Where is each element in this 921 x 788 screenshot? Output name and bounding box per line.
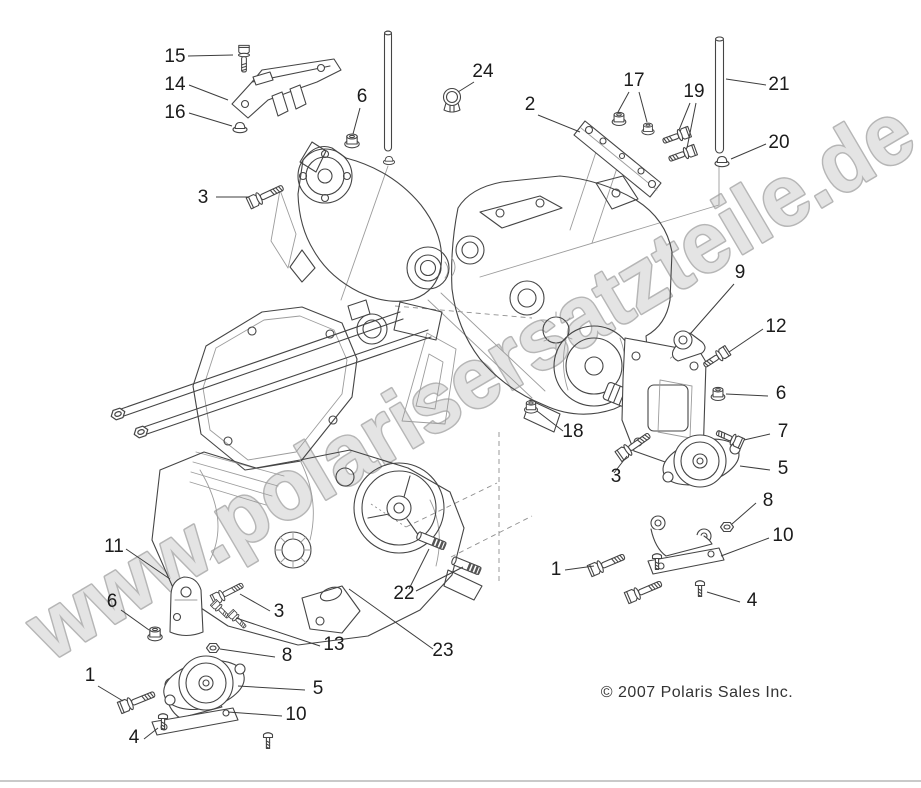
rubber-mount-left	[151, 655, 246, 736]
callout-17: 17	[623, 70, 644, 91]
frame-bracket	[401, 332, 457, 425]
copyright-text: © 2007 Polaris Sales Inc.	[601, 684, 793, 701]
callout-3-topleft: 3	[198, 187, 209, 208]
nut-icon-8-right	[719, 521, 735, 533]
mount-rod-right	[714, 36, 725, 154]
callout-5-right: 5	[778, 458, 789, 479]
callout-10-left: 10	[285, 704, 306, 725]
flange-nut-icon-17b	[641, 122, 655, 136]
callout-18: 18	[562, 421, 583, 442]
callout-6-left: 6	[107, 591, 118, 612]
callout-10-right: 10	[772, 525, 793, 546]
callout-2: 2	[525, 94, 536, 115]
flange-nut-icon-18	[524, 400, 538, 414]
flange-nut-icon-6-top	[344, 133, 360, 149]
bolt-icon-1b-right	[623, 577, 665, 605]
callout-7: 7	[778, 421, 789, 442]
engine-mount-plate-right	[621, 337, 707, 464]
rubber-mount-right	[647, 434, 741, 575]
clamp-icon-24	[442, 87, 462, 113]
engine-assembly	[151, 299, 483, 646]
callout-19: 19	[683, 81, 704, 102]
cap-nut-icon-20	[714, 155, 730, 168]
callout-11: 11	[104, 536, 124, 557]
callout-16: 16	[164, 102, 185, 123]
shield-bracket	[231, 58, 342, 119]
bolt-icon-15	[237, 44, 251, 73]
flange-nut-icon-17a	[611, 111, 627, 126]
callout-4-right: 4	[747, 590, 758, 611]
flange-nut-icon-6-left	[147, 626, 163, 642]
screw-icon-left-b	[262, 732, 274, 750]
callout-12: 12	[765, 316, 786, 337]
leader-lines	[97, 54, 771, 740]
callout-9: 9	[735, 262, 746, 283]
callout-6-top: 6	[357, 86, 368, 107]
bolt-icon-1-right	[586, 550, 628, 578]
callout-15: 15	[164, 46, 185, 67]
callout-8-left: 8	[282, 645, 293, 666]
watermark-text: www.polarisersatzteile.de	[10, 83, 921, 679]
callout-22: 22	[393, 583, 414, 604]
callout-1-left: 1	[85, 665, 96, 686]
fasteners	[116, 44, 746, 750]
through-bolt-head-icon	[132, 424, 150, 440]
stud-icon-22b	[450, 555, 483, 576]
callout-13: 13	[323, 634, 344, 655]
screw-icon-4-right	[694, 580, 706, 598]
callout-1-right: 1	[551, 559, 562, 580]
cap-nut-icon-16	[232, 121, 248, 134]
bolt-icon-19a	[660, 125, 693, 148]
flange-nut-icon-6-right	[710, 386, 726, 401]
callout-21: 21	[768, 74, 789, 95]
callout-24: 24	[472, 61, 494, 82]
cap-nut-icon-rod-left	[382, 155, 396, 165]
mount-rod-left	[383, 30, 393, 152]
bolt-icon-12	[700, 344, 732, 371]
mount-arm	[671, 330, 706, 362]
callout-4-left: 4	[129, 727, 140, 748]
bolt-icon-1-left	[116, 687, 158, 715]
front-gearcase	[270, 141, 450, 302]
through-bolts	[109, 311, 432, 440]
mount-bracket-left	[169, 576, 204, 637]
callout-8-right: 8	[763, 490, 774, 511]
callout-5-left: 5	[313, 678, 324, 699]
callout-3-right: 3	[611, 466, 622, 487]
through-bolt-head-icon	[109, 406, 127, 422]
bolt-icon-19b	[666, 143, 699, 166]
bolt-icon-3-topleft	[245, 181, 286, 210]
callout-labels: 15 14 16 3 6 24 2 17 19 21 20 9 12 6 7 5…	[85, 46, 794, 748]
callout-20: 20	[768, 132, 789, 153]
callout-6-right: 6	[776, 383, 787, 404]
callout-14: 14	[164, 74, 186, 95]
callout-3-bottom: 3	[274, 601, 285, 622]
callout-23: 23	[432, 640, 453, 661]
mount-plate-top	[573, 120, 662, 198]
nut-icon-8-left	[205, 642, 221, 654]
